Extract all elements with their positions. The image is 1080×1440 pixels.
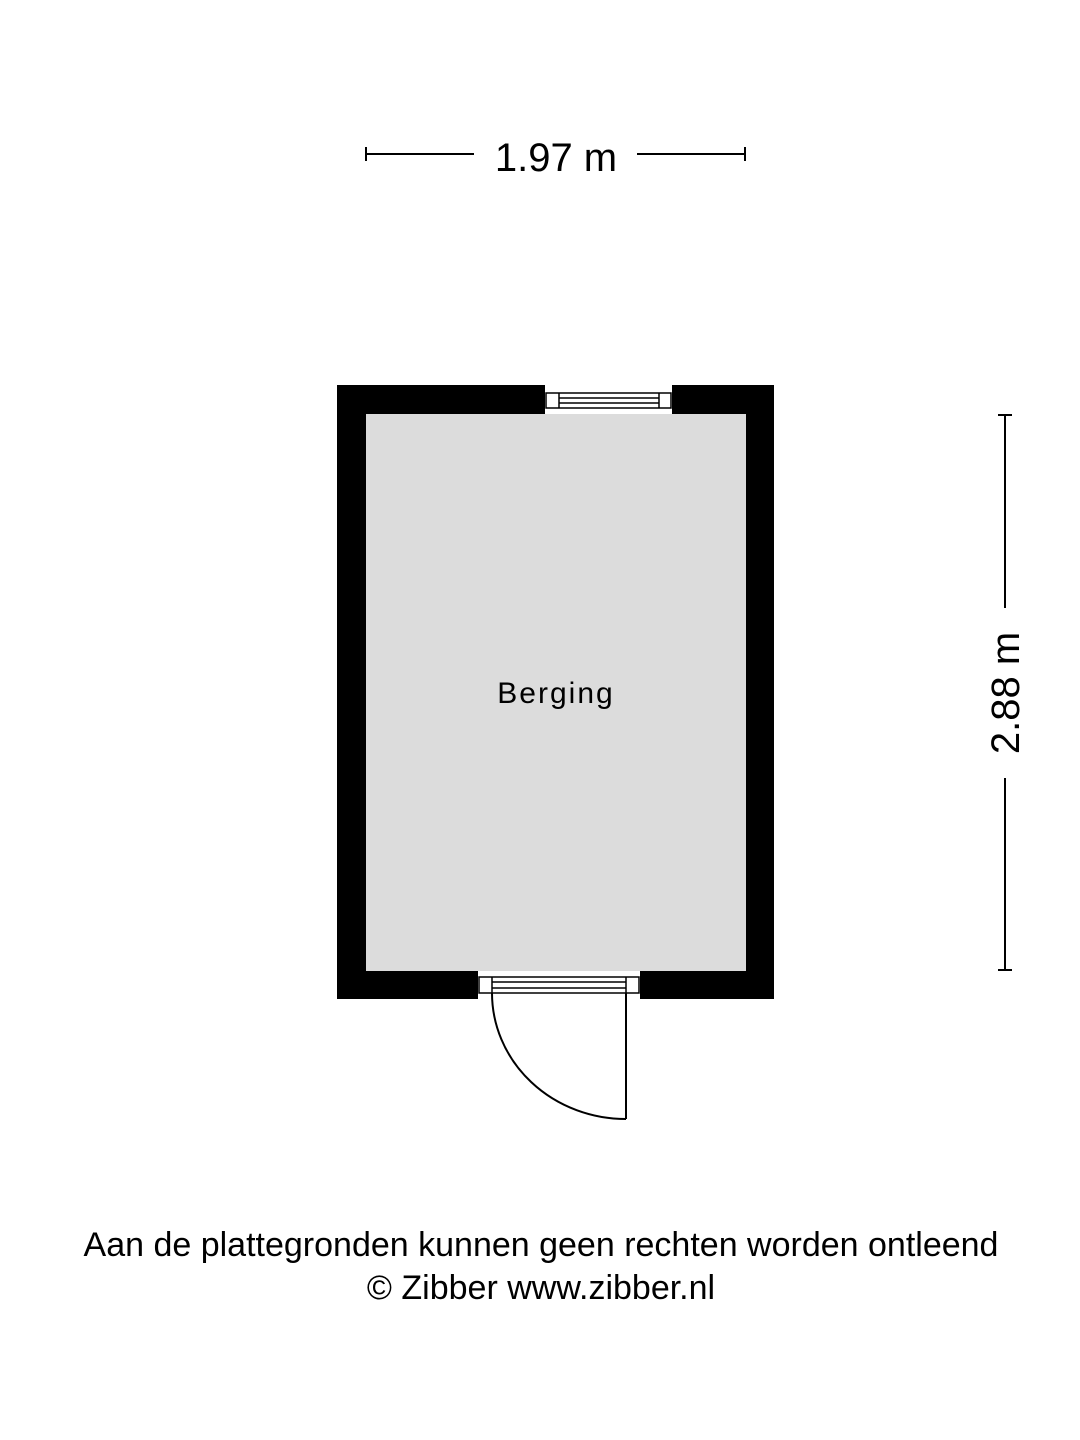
- copyright-text: © Zibber www.zibber.nl: [367, 1269, 715, 1307]
- room-floor: [366, 414, 746, 971]
- height-dimension: 2.88 m: [984, 414, 1028, 971]
- disclaimer-text: Aan de plattegronden kunnen geen rechten…: [84, 1226, 999, 1264]
- height-label: 2.88 m: [984, 632, 1028, 754]
- door: [478, 976, 640, 1120]
- room-label: Berging: [497, 677, 614, 710]
- door-swing-arc: [491, 992, 627, 1120]
- walls: [337, 385, 774, 999]
- window: [545, 392, 672, 409]
- width-dimension: 1.97 m: [365, 136, 746, 180]
- width-label: 1.97 m: [495, 136, 617, 180]
